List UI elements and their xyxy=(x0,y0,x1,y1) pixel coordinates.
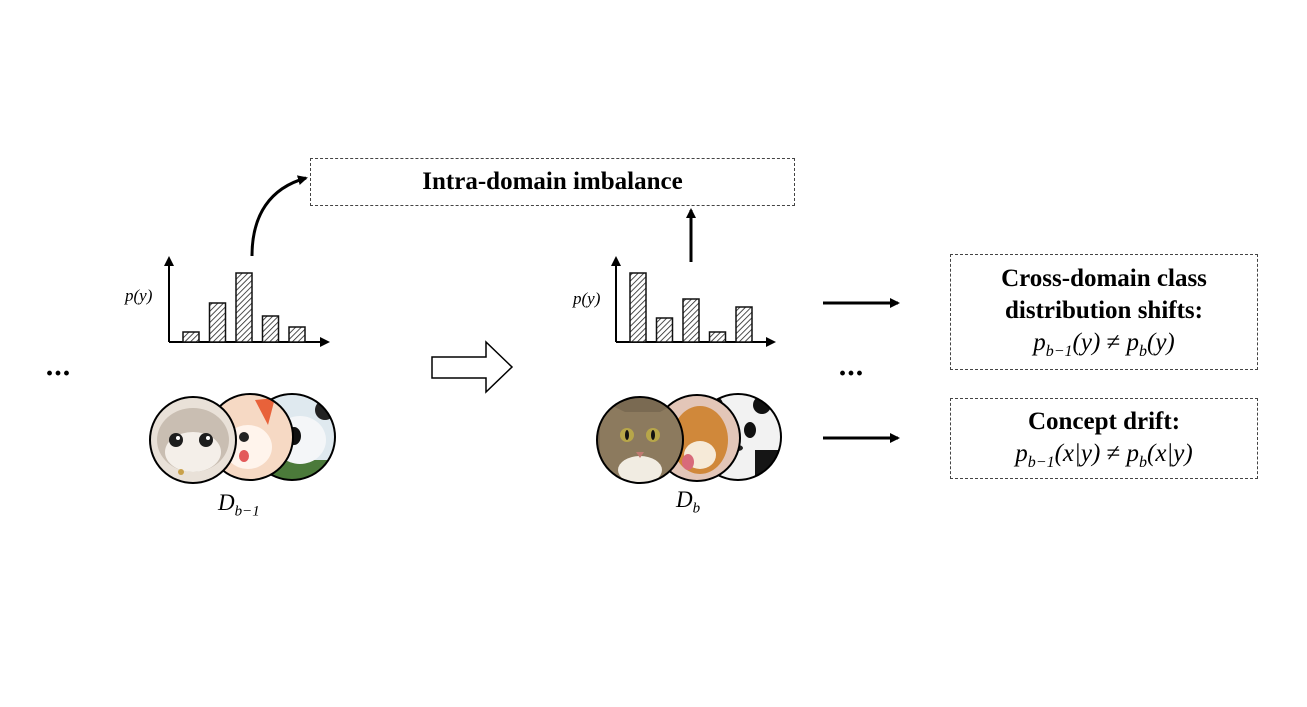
left-domain-images xyxy=(149,393,336,484)
ellipsis-left: … xyxy=(45,352,72,382)
hollow-transition-arrow xyxy=(431,340,514,394)
intra-domain-imbalance-box: Intra-domain imbalance xyxy=(310,158,795,206)
cartoon-cat-image xyxy=(150,397,236,483)
domain-symbol: D xyxy=(218,490,235,515)
neq-symbol: ≠ xyxy=(1106,329,1121,356)
domain-subscript: b−1 xyxy=(234,503,260,520)
p-symbol: p xyxy=(1015,440,1028,467)
left-axis-label: p(y) xyxy=(125,286,153,305)
p-symbol: p xyxy=(1033,329,1046,356)
bar-c3 xyxy=(235,272,253,343)
left-chart-bars xyxy=(182,272,306,343)
p-symbol: p xyxy=(1126,329,1140,356)
bar-c3 xyxy=(682,298,700,343)
ellipsis-right: … xyxy=(838,352,865,382)
argument: (x|y) xyxy=(1147,440,1193,467)
class-shift-title-1: Cross-domain class xyxy=(1001,265,1207,292)
neq-symbol: ≠ xyxy=(1106,440,1121,467)
right-domain-images xyxy=(596,393,782,484)
class-shift-formula: pb−1(y) ≠ pb(y) xyxy=(951,327,1257,368)
concept-drift-title: Concept drift: xyxy=(1027,408,1181,435)
right-chart-bars xyxy=(629,272,753,343)
curved-arrow xyxy=(250,175,308,257)
bar-c4 xyxy=(261,315,280,343)
argument: (y) xyxy=(1072,329,1101,356)
class-shift-box: Cross-domain class distribution shifts: … xyxy=(950,254,1258,370)
bar-c2 xyxy=(208,302,227,343)
argument: (y) xyxy=(1147,329,1175,356)
bar-c4 xyxy=(708,331,727,343)
subscript: b xyxy=(1139,343,1148,360)
concept-drift-formula: pb−1(x|y) ≠ pb(x|y) xyxy=(951,438,1257,479)
bar-c1 xyxy=(629,272,647,343)
argument: (x|y) xyxy=(1054,440,1101,467)
right-domain-label: Db xyxy=(676,487,700,518)
bar-c1 xyxy=(182,331,200,343)
left-domain-label: Db−1 xyxy=(218,490,260,521)
subscript: b−1 xyxy=(1045,343,1073,360)
bar-c2 xyxy=(655,317,674,343)
domain-symbol: D xyxy=(676,487,693,512)
domain-subscript: b xyxy=(692,500,701,517)
p-symbol: p xyxy=(1126,440,1140,467)
subscript: b−1 xyxy=(1027,454,1055,471)
bar-c5 xyxy=(288,326,306,343)
cat-photo-image xyxy=(597,397,683,483)
class-shift-title-2: distribution shifts: xyxy=(1005,297,1203,324)
bar-c5 xyxy=(735,306,753,343)
subscript: b xyxy=(1139,454,1148,471)
right-axis-label: p(y) xyxy=(573,289,601,308)
concept-drift-box: Concept drift: pb−1(x|y) ≠ pb(x|y) xyxy=(950,398,1258,479)
